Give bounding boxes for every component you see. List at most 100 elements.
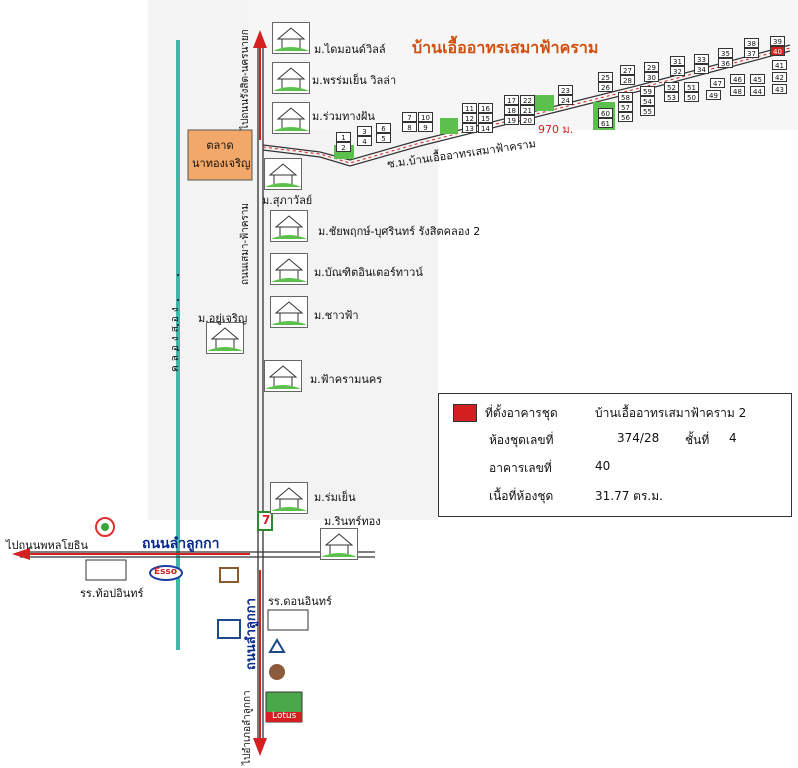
lot-37: 37 — [744, 48, 759, 58]
lot-61: 61 — [598, 118, 613, 128]
house-icon — [270, 296, 308, 328]
lot-44: 44 — [750, 86, 765, 96]
market-box — [187, 129, 253, 181]
bank4-logo — [269, 664, 285, 680]
village-label: ม.รินทร์ทอง — [324, 515, 381, 528]
lot-45: 45 — [750, 74, 765, 84]
south-destination: ไปอำเภอลำลูกกา — [242, 690, 253, 765]
lot-29: 29 — [644, 62, 659, 72]
seven-eleven-logo — [257, 511, 273, 531]
lot-56: 56 — [618, 112, 633, 122]
location-value: บ้านเอื้ออาทรเสมาฟ้าคราม 2 — [595, 406, 747, 420]
lot-47: 47 — [710, 78, 725, 88]
village-label: ม.พรร่มเย็น วิลล่า — [312, 74, 397, 87]
lot-24: 24 — [558, 95, 573, 105]
lot-23: 23 — [558, 85, 573, 95]
lot-5: 5 — [376, 133, 391, 143]
lot-36: 36 — [718, 58, 733, 68]
house-icon — [320, 528, 358, 560]
lot-46: 46 — [730, 74, 745, 84]
seven-eleven-label: 7 — [262, 513, 271, 527]
lot-25: 25 — [598, 72, 613, 82]
house-icon — [272, 102, 310, 134]
house-icon — [272, 62, 310, 94]
lamlukka-horizontal-label: ถนนลำลูกกา — [142, 536, 220, 552]
north-destination: ไปถนนรังสิต-นครนายก — [240, 29, 251, 130]
lot-57: 57 — [618, 102, 633, 112]
floor-label: ชั้นที่ — [685, 433, 710, 447]
lot-50: 50 — [684, 92, 699, 102]
lot-52: 52 — [664, 82, 679, 92]
esso-logo — [149, 565, 183, 581]
lot-3: 3 — [357, 126, 372, 136]
lot-7: 7 — [402, 112, 417, 122]
lot-8: 8 — [402, 122, 417, 132]
esso-label: Esso — [154, 567, 178, 577]
area-label: เนื้อที่ห้องชุด — [489, 489, 554, 503]
lot-48: 48 — [730, 86, 745, 96]
lot-28: 28 — [620, 75, 635, 85]
unit-info-legend: ที่ตั้งอาคารชุด บ้านเอื้ออาทรเสมาฟ้าคราม… — [438, 393, 792, 517]
west-destination: ไปถนนพหลโยธิน — [6, 539, 89, 552]
village-label: ม.ฟ้าครามนคร — [310, 373, 383, 386]
village-label: ม.บัณฑิตอินเตอร์ทาวน์ — [314, 266, 423, 279]
lamlukka-vertical-label: ถนนลำลูกกา — [244, 598, 259, 670]
village-label: ม.ร่มเย็น — [314, 491, 356, 504]
lot-41: 41 — [772, 60, 787, 70]
lot-21: 21 — [520, 105, 535, 115]
lot-40: 40 — [770, 46, 785, 56]
building-value: 40 — [595, 459, 611, 473]
lot-16: 16 — [478, 103, 493, 113]
lot-42: 42 — [772, 72, 787, 82]
soi-road — [262, 44, 791, 161]
village-label: ม.ชัยพฤกษ์-บุศรินทร์ รังสิตคลอง 2 — [318, 225, 481, 238]
room-value: 374/28 — [617, 431, 660, 445]
village-label: ม.ไดมอนด์วิลล์ — [314, 43, 386, 56]
lot-19: 19 — [504, 115, 519, 125]
highlight-swatch — [453, 404, 477, 422]
village-label: ม.ชาวฟ้า — [314, 309, 359, 322]
lot-1: 1 — [336, 132, 351, 142]
house-icon — [264, 158, 302, 190]
lot-11: 11 — [462, 103, 477, 113]
lot-53: 53 — [664, 92, 679, 102]
lotus-label: Lotus — [272, 711, 297, 721]
building-label: อาคารเลขที่ — [489, 461, 552, 475]
lot-26: 26 — [598, 82, 613, 92]
lot-20: 20 — [520, 115, 535, 125]
lot-58: 58 — [618, 92, 633, 102]
lot-17: 17 — [504, 95, 519, 105]
village-label: ม.สุภาวัลย์ — [262, 194, 313, 207]
canal-label-glyphs — [177, 274, 179, 351]
lot-35: 35 — [718, 48, 733, 58]
school-east-icon — [267, 609, 309, 631]
lot-59: 59 — [640, 86, 655, 96]
lot-39: 39 — [770, 36, 785, 46]
main-road-label: ถนนเสมา-ฟ้าคราม — [240, 202, 251, 285]
lot-43: 43 — [772, 84, 787, 94]
room-label: ห้องชุดเลขที่ — [489, 433, 554, 447]
market-label: ตลาด นาทองเจริญ — [192, 139, 251, 170]
floor-value: 4 — [729, 431, 737, 445]
lot-14: 14 — [478, 123, 493, 133]
bank2-logo — [217, 619, 241, 639]
village-label: ม.อยู่เจริญ — [198, 312, 248, 325]
lot-55: 55 — [640, 106, 655, 116]
lot-13: 13 — [462, 123, 477, 133]
house-icon — [206, 322, 244, 354]
school-west-icon — [85, 559, 127, 581]
lot-33: 33 — [694, 54, 709, 64]
house-icon — [272, 22, 310, 54]
lot-27: 27 — [620, 65, 635, 75]
distance-label: 970 ม. — [538, 123, 574, 136]
lot-54: 54 — [640, 96, 655, 106]
lot-22: 22 — [520, 95, 535, 105]
village-label: ม.ร่วมทางฝัน — [312, 110, 375, 123]
lot-4: 4 — [357, 136, 372, 146]
lot-9: 9 — [418, 122, 433, 132]
lot-30: 30 — [644, 72, 659, 82]
house-icon — [270, 210, 308, 242]
school-east-label: รร.ดอนอินทร์ — [268, 595, 332, 608]
house-icon — [270, 482, 308, 514]
canal-label: คลองสอง — [170, 303, 181, 372]
